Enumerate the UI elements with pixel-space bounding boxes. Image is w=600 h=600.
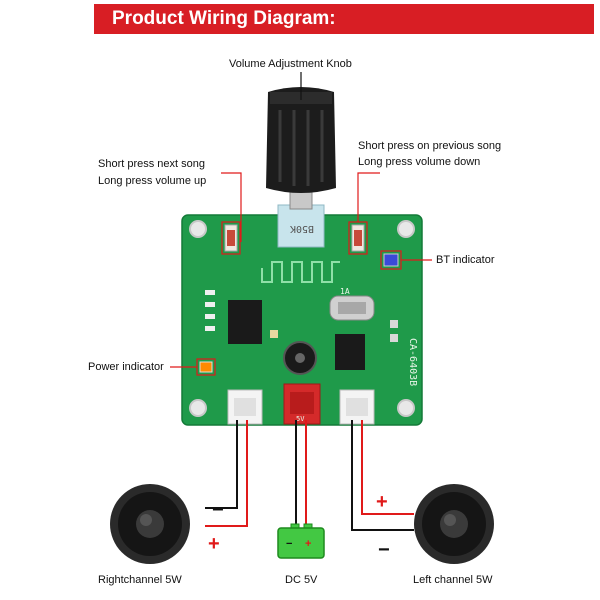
banner-title: Product Wiring Diagram: (112, 8, 336, 29)
label-power-indicator: Power indicator (88, 361, 164, 373)
label-volume-knob: Volume Adjustment Knob (229, 58, 352, 70)
volume-knob (266, 87, 336, 210)
next-song-leader (221, 172, 242, 242)
right-minus-mark: − (212, 499, 224, 521)
battery-plus: + (305, 538, 311, 550)
right-red-wire (205, 420, 248, 527)
right-plus-mark: + (208, 533, 220, 555)
right-speaker-icon (110, 484, 190, 564)
label-next-song-1: Short press next song (98, 158, 206, 170)
prev-song-leader (357, 172, 380, 222)
battery-minus: − (286, 538, 292, 550)
right-black-wire (205, 420, 238, 509)
left-red-wire (361, 420, 414, 515)
label-left-channel: Left channel 5W (413, 574, 493, 586)
pcb-model: CA-6403B (407, 338, 418, 386)
label-prev-song-1: Short press on previous song (358, 140, 502, 152)
wires (205, 420, 414, 531)
left-plus-mark: + (376, 491, 388, 513)
callouts (170, 72, 432, 376)
label-dc-5v: DC 5V (285, 574, 318, 586)
left-speaker-icon (414, 484, 494, 564)
prev-button-highlight (348, 221, 368, 255)
pcb-board: B50K CA-6403B 1A 5V (181, 204, 423, 426)
pot-marking: B50K (290, 223, 314, 234)
battery-icon: − + (277, 523, 325, 559)
label-right-channel: Rightchannel 5W (98, 574, 182, 586)
label-prev-song-2: Long press volume down (358, 156, 481, 168)
label-next-song-2: Long press volume up (98, 175, 207, 187)
label-bt-indicator: BT indicator (436, 254, 495, 266)
next-button-highlight (221, 221, 241, 255)
left-minus-mark: − (378, 539, 390, 561)
crystal-marking: 1A (340, 287, 350, 296)
power-conn-marking: 5V (296, 415, 305, 423)
title-banner: Product Wiring Diagram: (94, 4, 594, 34)
left-black-wire (351, 420, 414, 531)
